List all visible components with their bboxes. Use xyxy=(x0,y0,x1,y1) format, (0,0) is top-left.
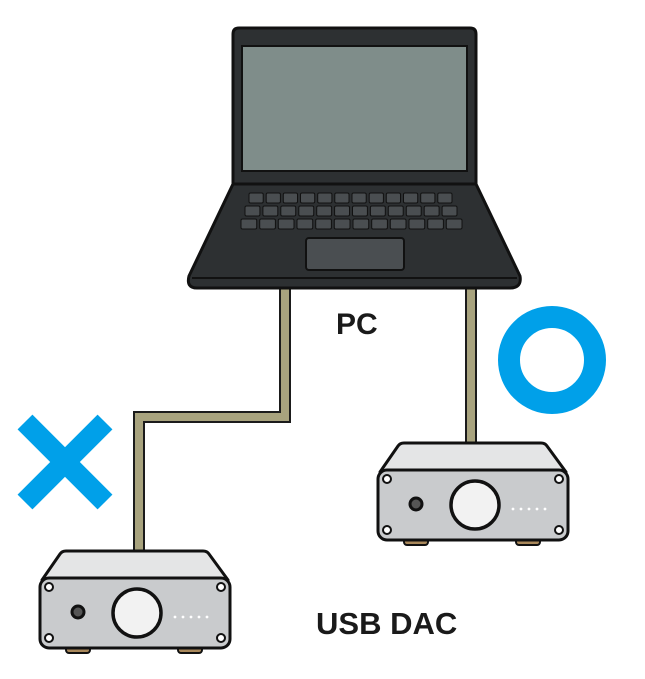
keyboard-key xyxy=(259,218,276,230)
usb-dac-right-icon xyxy=(376,441,570,546)
cable-left-wrong xyxy=(133,288,291,555)
volume-knob xyxy=(111,587,163,639)
keyboard-key xyxy=(371,218,388,230)
keyboard-key xyxy=(389,218,407,230)
keyboard-key xyxy=(420,192,436,204)
keyboard-key xyxy=(352,218,370,230)
keyboard-key xyxy=(298,205,315,217)
keyboard-key xyxy=(441,205,458,217)
keyboard-key xyxy=(368,192,384,204)
keyboard-key xyxy=(369,205,386,217)
keyboard-key xyxy=(352,205,368,217)
keyboard-key xyxy=(427,218,444,230)
keyboard-key xyxy=(333,218,351,230)
keyboard-key xyxy=(265,192,281,204)
circle-mark-icon xyxy=(498,306,606,414)
laptop-screen xyxy=(241,45,468,172)
headphone-jack xyxy=(408,496,424,512)
keyboard-key xyxy=(387,205,404,217)
keyboard-key xyxy=(317,192,333,204)
keyboard-key xyxy=(315,218,332,230)
laptop-icon xyxy=(186,26,522,290)
keyboard-key xyxy=(408,218,426,230)
volume-knob xyxy=(449,479,501,531)
pc-label: PC xyxy=(336,308,378,341)
cross-mark-icon xyxy=(17,414,113,510)
touchpad xyxy=(305,237,405,271)
headphone-jack xyxy=(70,604,86,620)
keyboard-key xyxy=(240,218,258,230)
keyboard-key xyxy=(334,192,350,204)
usb-dac-left-icon xyxy=(38,549,232,654)
keyboard-key xyxy=(385,192,401,204)
keyboard-key xyxy=(296,218,314,230)
keyboard-key xyxy=(316,205,333,217)
keyboard-key xyxy=(262,205,279,217)
keyboard-key xyxy=(277,218,295,230)
keyboard-key xyxy=(437,192,453,204)
keyboard-key xyxy=(300,192,316,204)
keyboard-key xyxy=(334,205,351,217)
keyboard xyxy=(240,192,463,230)
keyboard-key xyxy=(405,205,422,217)
keyboard-key xyxy=(248,192,264,204)
keyboard-key xyxy=(423,205,440,217)
keyboard-key xyxy=(445,218,463,230)
keyboard-key xyxy=(280,205,297,217)
keyboard-key xyxy=(282,192,298,204)
usb-dac-label: USB DAC xyxy=(316,606,458,641)
keyboard-key xyxy=(244,205,261,217)
keyboard-key xyxy=(403,192,419,204)
keyboard-key xyxy=(351,192,367,204)
